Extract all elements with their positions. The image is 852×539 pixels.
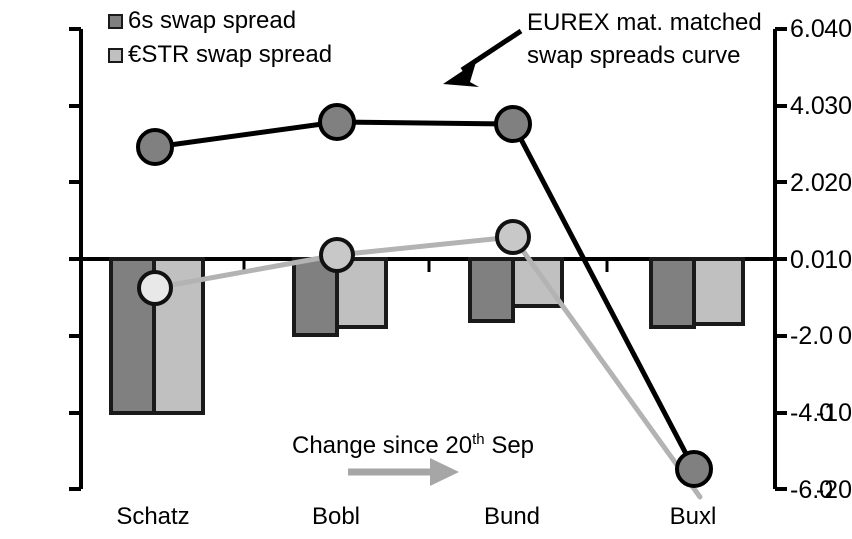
bar-estr-bobl	[335, 257, 388, 329]
bar-group-buxl	[649, 257, 745, 329]
bar-estr-buxl	[692, 257, 745, 326]
bar-6s-bund	[468, 257, 515, 323]
marker-eurex-bobl	[318, 103, 356, 141]
legend-label-6s-swap-spread: 6s swap spread	[128, 7, 297, 34]
x-axis-category-bobl: Bobl	[311, 503, 361, 530]
y-axis-left-tick-3: 10	[824, 246, 852, 274]
series-eurex-curve	[136, 103, 713, 488]
marker-change-bobl	[319, 237, 355, 273]
legend-item-estr-swap-spread: €STR swap spread	[108, 43, 332, 67]
y-axis-left	[69, 27, 83, 491]
legend-swatch-6s-swap-spread	[108, 13, 123, 29]
y-axis-right-tick-5: -4.0	[790, 399, 834, 427]
legend-item-6s-swap-spread: 6s swap spread	[108, 9, 296, 33]
legend-label-estr-swap-spread: €STR swap spread	[128, 41, 333, 68]
x-axis-category-bund: Bund	[483, 503, 541, 530]
y-axis-left-tick-1: 30	[824, 92, 852, 120]
marker-eurex-schatz	[136, 128, 174, 166]
annotation-curve-note-line2: swap spreads curve	[527, 42, 741, 69]
series-change-since-line	[137, 219, 703, 500]
annotation-change-note-superscript: th	[472, 431, 485, 448]
y-axis-left-tick-0: 40	[824, 15, 852, 43]
y-axis-right-tick-1: 4.0	[790, 92, 825, 120]
y-axis-left-tick-2: 20	[824, 169, 852, 197]
y-axis-right-tick-2: 2.0	[790, 169, 825, 197]
annotation-change-note-after: Sep	[484, 432, 535, 459]
annotation-change-note: Change since 20th Sep	[292, 431, 534, 460]
x-axis-category-schatz: Schatz	[116, 503, 190, 530]
y-axis-right-tick-3: 0.0	[790, 246, 825, 274]
x-axis-category-buxl: Buxl	[669, 503, 717, 530]
annotation-curve-note-line1: EUREX mat. matched	[527, 9, 762, 36]
bar-group-bobl	[292, 257, 388, 337]
marker-eurex-buxl	[675, 450, 713, 488]
y-axis-left-tick-4: 0	[838, 322, 852, 350]
marker-change-schatz	[137, 270, 173, 306]
y-axis-left-tick-5: -10	[815, 399, 852, 427]
y-axis-right-tick-0: 6.0	[790, 15, 825, 43]
y-axis-right-tick-6: -6.0	[790, 476, 834, 504]
y-axis-left-tick-6: -20	[815, 476, 852, 504]
marker-eurex-bund	[494, 105, 532, 143]
right-arrow-icon	[348, 458, 459, 486]
diagonal-arrow-down-left-icon	[443, 28, 523, 87]
bar-6s-buxl	[649, 257, 696, 329]
y-axis-right	[773, 27, 787, 491]
y-axis-right-tick-4: -2.0	[790, 322, 834, 350]
marker-change-bund	[495, 219, 531, 255]
annotation-change-note-before: Change since 20	[292, 432, 473, 459]
legend-swatch-estr-swap-spread	[108, 47, 123, 63]
